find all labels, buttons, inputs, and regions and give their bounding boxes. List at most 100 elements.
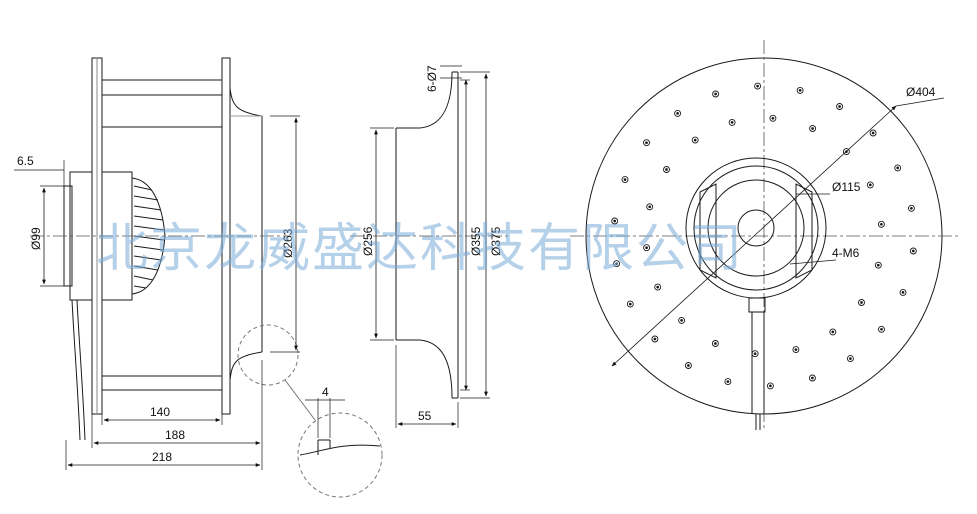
detail-circle-upper bbox=[237, 324, 299, 386]
inlet-ring-section bbox=[350, 65, 510, 428]
rivet-hole bbox=[678, 316, 686, 324]
dim-6-5: 6.5 bbox=[17, 154, 34, 168]
rivet-hole bbox=[651, 335, 659, 343]
rivet-hole-center bbox=[771, 116, 775, 120]
rivet-hole-center bbox=[687, 364, 690, 367]
rivet-hole-center bbox=[623, 178, 627, 181]
rivet-hole bbox=[907, 204, 915, 212]
rivet-hole-center bbox=[648, 205, 652, 209]
rivet-hole-center bbox=[849, 357, 852, 360]
rivet-hole bbox=[711, 340, 719, 347]
dim-140: 140 bbox=[150, 405, 170, 419]
rivet-hole bbox=[724, 378, 732, 386]
rivet-hole-center bbox=[680, 319, 683, 322]
rivet-hole bbox=[621, 176, 629, 184]
rivet-hole bbox=[626, 300, 634, 308]
rivet-hole bbox=[866, 181, 874, 189]
rivet-hole-center bbox=[876, 263, 880, 267]
rivet-hole-center bbox=[665, 168, 668, 171]
rivet-hole-center bbox=[896, 166, 900, 170]
rivet-hole bbox=[728, 118, 736, 126]
detail-circle-lower bbox=[297, 412, 383, 498]
rivet-hole bbox=[858, 299, 865, 306]
rivet-hole-center bbox=[645, 246, 648, 250]
rivet-hole bbox=[643, 139, 650, 147]
rivet-hole-center bbox=[726, 380, 730, 383]
rivet-hole bbox=[646, 203, 654, 211]
rivet-hole bbox=[878, 325, 885, 333]
rivet-hole bbox=[766, 382, 774, 390]
rivet-hole-center bbox=[653, 337, 657, 341]
rivet-hole bbox=[654, 283, 662, 291]
rivet-hole bbox=[674, 109, 682, 117]
rivet-hole bbox=[909, 247, 917, 255]
dim-55: 55 bbox=[418, 409, 432, 423]
rivet-hole bbox=[899, 288, 907, 296]
rivet-hole bbox=[769, 114, 777, 122]
rivet-hole bbox=[684, 362, 692, 369]
rivet-hole bbox=[796, 86, 804, 94]
rivet-hole-center bbox=[628, 302, 632, 306]
dim-115: Ø115 bbox=[832, 180, 861, 194]
rivet-hole-center bbox=[860, 301, 863, 304]
rivet-hole-center bbox=[676, 112, 679, 115]
rivet-hole-center bbox=[693, 138, 697, 142]
rivet-hole bbox=[846, 355, 854, 363]
rivet-hole-center bbox=[798, 89, 802, 92]
dim-375: Ø375 bbox=[489, 226, 503, 256]
rivet-hole-center bbox=[811, 376, 814, 380]
rivet-hole-center bbox=[811, 127, 814, 130]
rivet-hole-center bbox=[871, 131, 875, 135]
dimension-labels: 6.5 Ø99 Ø263 140 188 218 4 6-Ø7 Ø256 Ø35… bbox=[17, 65, 936, 464]
dim-263: Ø263 bbox=[281, 228, 295, 258]
rivet-hole bbox=[808, 374, 816, 382]
rivet-hole-center bbox=[794, 348, 798, 351]
dim-188: 188 bbox=[165, 428, 185, 442]
rivet-hole bbox=[877, 220, 885, 228]
rivet-hole bbox=[751, 350, 759, 358]
front-view bbox=[570, 40, 960, 430]
rivet-hole bbox=[792, 346, 800, 354]
rivet-hole bbox=[611, 217, 619, 225]
rivet-hole-center bbox=[656, 285, 660, 289]
rivet-hole bbox=[663, 166, 670, 173]
rivet-hole-center bbox=[845, 150, 848, 153]
rivet-hole bbox=[712, 90, 720, 98]
rivet-hole-center bbox=[838, 105, 841, 108]
rivet-hole bbox=[829, 328, 837, 336]
dim-218: 218 bbox=[152, 450, 172, 464]
side-view bbox=[14, 57, 383, 498]
motor-flange bbox=[685, 157, 827, 299]
rivet-hole bbox=[754, 82, 762, 90]
rivet-hole-center bbox=[714, 92, 717, 96]
rivet-hole bbox=[613, 260, 621, 268]
rivet-hole-center bbox=[910, 206, 913, 210]
rivet-hole-center bbox=[868, 183, 872, 187]
rivet-hole bbox=[836, 103, 844, 110]
rivet-hole bbox=[894, 164, 902, 172]
dim-404: Ø404 bbox=[906, 85, 936, 99]
rivet-hole-center bbox=[756, 84, 759, 88]
rivet-hole-center bbox=[880, 222, 883, 226]
rivet-hole-center bbox=[615, 262, 618, 266]
rivet-hole-center bbox=[753, 352, 757, 356]
rivet-hole-center bbox=[613, 219, 617, 223]
rivet-hole-center bbox=[880, 327, 883, 331]
rivet-hole-center bbox=[831, 330, 835, 334]
rivet-hole bbox=[842, 148, 850, 156]
rivet-hole bbox=[869, 129, 877, 137]
rivet-hole-center bbox=[911, 249, 915, 253]
dim-4-m6: 4-M6 bbox=[832, 246, 860, 260]
rivet-hole bbox=[874, 261, 882, 269]
dim-355: Ø355 bbox=[469, 226, 483, 256]
rivet-hole bbox=[643, 244, 651, 252]
dim-256: Ø256 bbox=[361, 226, 375, 256]
rivet-hole-center bbox=[769, 384, 772, 388]
rivet-hole bbox=[809, 125, 817, 132]
rivet-hole-center bbox=[901, 291, 905, 294]
rivet-hole-center bbox=[645, 141, 648, 145]
dim-99: Ø99 bbox=[29, 227, 43, 250]
rivet-hole bbox=[691, 136, 699, 144]
cable-gland bbox=[748, 297, 766, 313]
